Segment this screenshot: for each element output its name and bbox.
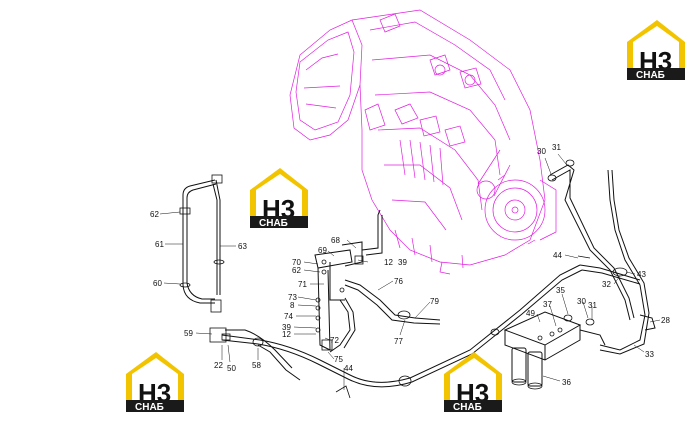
callout-37: 37 xyxy=(543,300,552,309)
callout-31-top: 31 xyxy=(552,143,561,152)
callout-79: 79 xyxy=(430,297,439,306)
callout-69: 69 xyxy=(318,246,327,255)
engine-assembly xyxy=(289,9,557,275)
callout-62-center: 62 xyxy=(292,266,301,275)
callout-30-right: 30 xyxy=(577,297,586,306)
callout-62: 62 xyxy=(150,210,159,219)
logo-snab-text: CHAБ xyxy=(636,70,665,81)
callout-76: 76 xyxy=(394,277,403,286)
callout-30-top: 30 xyxy=(537,147,546,156)
callout-73: 73 xyxy=(288,293,297,302)
callout-labels: 62 61 63 60 59 22 50 58 68 69 70 62 71 7… xyxy=(150,143,670,387)
callout-39-right: 39 xyxy=(398,258,407,267)
callout-44-right: 44 xyxy=(553,251,562,260)
callout-77: 77 xyxy=(394,337,403,346)
callout-32: 32 xyxy=(602,280,611,289)
lower-hoses xyxy=(221,264,641,399)
callout-71: 71 xyxy=(298,280,307,289)
callout-50: 50 xyxy=(227,364,236,373)
callout-60: 60 xyxy=(153,279,162,288)
center-bracket-assembly xyxy=(209,209,441,353)
logo-snab-text: CHAБ xyxy=(259,218,288,229)
callout-68: 68 xyxy=(331,236,340,245)
callout-35: 35 xyxy=(556,286,565,295)
callout-61: 61 xyxy=(155,240,164,249)
leader-lines xyxy=(159,153,661,390)
callout-75: 75 xyxy=(334,355,343,364)
logo-watermark-bottom-left: H3 CHAБ xyxy=(126,352,184,413)
callout-63: 63 xyxy=(238,242,247,251)
callout-31-right: 31 xyxy=(588,301,597,310)
callout-70: 70 xyxy=(292,258,301,267)
logo-snab-text: CHAБ xyxy=(135,402,164,413)
callout-58: 58 xyxy=(252,361,261,370)
logo-snab-text: CHAБ xyxy=(453,402,482,413)
logo-watermark-bottom-center: H3 CHAБ xyxy=(444,352,502,413)
right-hoses xyxy=(547,159,656,355)
callout-12-center: 12 xyxy=(282,330,291,339)
fuel-filter-assembly xyxy=(503,311,606,390)
callout-28: 28 xyxy=(661,316,670,325)
callout-43: 43 xyxy=(637,270,646,279)
callout-74: 74 xyxy=(284,312,293,321)
logo-watermark-top-right: H3 CHAБ xyxy=(627,20,685,81)
left-pipe-loop xyxy=(179,174,225,313)
callout-12-right: 12 xyxy=(384,258,393,267)
callout-72: 72 xyxy=(330,336,339,345)
callout-8: 8 xyxy=(290,301,295,310)
callout-22: 22 xyxy=(214,361,223,370)
callout-49: 49 xyxy=(526,309,535,318)
callout-39-center: 39 xyxy=(282,323,291,332)
callout-44-center: 44 xyxy=(344,364,353,373)
callout-33: 33 xyxy=(645,350,654,359)
callout-59: 59 xyxy=(184,329,193,338)
callout-36: 36 xyxy=(562,378,571,387)
logo-watermark-center: H3 CHAБ xyxy=(250,168,308,229)
